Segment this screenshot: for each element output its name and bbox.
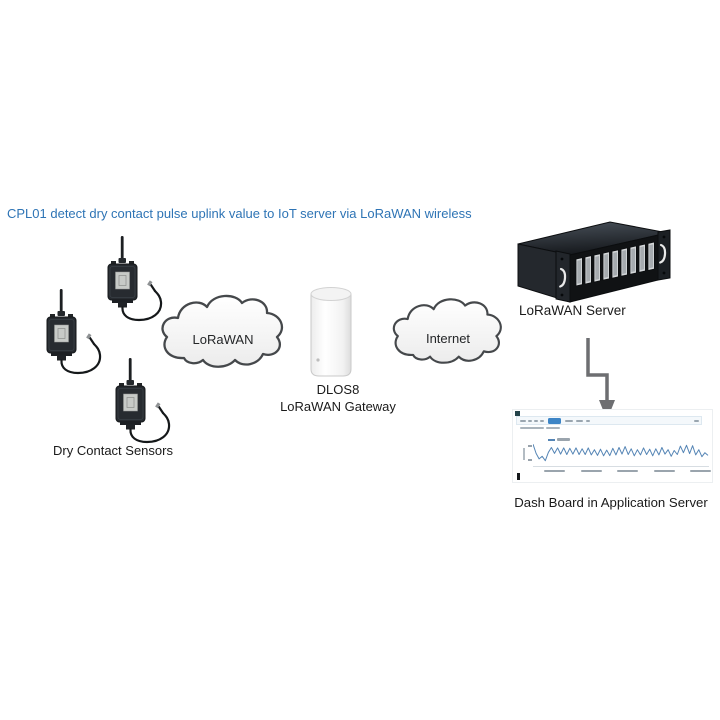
dashboard-corner-glyph (517, 473, 520, 480)
chart-x-tick-skeleton (617, 470, 638, 473)
uplink-line-chart (533, 444, 709, 462)
toolbar-item-skeleton (576, 419, 583, 422)
chart-x-tick-skeleton (580, 470, 602, 473)
dashboard-screenshot (512, 409, 713, 483)
toolbar-item-skeleton (586, 419, 590, 422)
toolbar-primary-button (548, 418, 561, 424)
chart-x-tick-skeleton (653, 470, 675, 473)
chart-x-axis (533, 466, 709, 467)
lorawan-server-device (517, 221, 671, 303)
dashboard-subtitle-skeleton (546, 426, 560, 429)
sensors-label: Dry Contact Sensors (53, 443, 173, 458)
chart-x-tick-skeleton (690, 470, 711, 473)
gateway-label: LoRaWAN Gateway (280, 399, 396, 414)
dashboard-toolbar (516, 416, 702, 425)
toolbar-item-skeleton (534, 419, 538, 422)
toolbar-item-skeleton (520, 419, 526, 422)
dashboard-app-icon (515, 411, 520, 416)
dlos8-gateway-device (310, 287, 352, 377)
server-drive-slots (575, 241, 655, 287)
server-label: LoRaWAN Server (519, 303, 626, 318)
chart-legend-swatch (548, 439, 555, 441)
internet-cloud: Internet (388, 289, 508, 376)
chart-y-axis-title-skeleton (523, 448, 525, 460)
gateway-labels: DLOS8 LoRaWAN Gateway (263, 381, 413, 415)
chart-legend-label-skeleton (557, 438, 570, 441)
toolbar-item-skeleton (565, 419, 573, 422)
internet-cloud-label: Internet (425, 331, 471, 346)
dashboard-label: Dash Board in Application Server (514, 495, 708, 510)
chart-x-tick-skeleton (544, 470, 565, 473)
toolbar-item-skeleton (528, 419, 532, 422)
dashboard-subtitle-skeleton (520, 426, 544, 429)
cloud-icon (392, 298, 502, 364)
toolbar-item-skeleton (540, 419, 544, 422)
diagram-title: CPL01 detect dry contact pulse uplink va… (7, 206, 472, 221)
toolbar-item-skeleton (694, 419, 699, 422)
gateway-model: DLOS8 (316, 382, 360, 397)
chart-y-tick (528, 445, 532, 447)
chart-y-tick (528, 459, 532, 461)
